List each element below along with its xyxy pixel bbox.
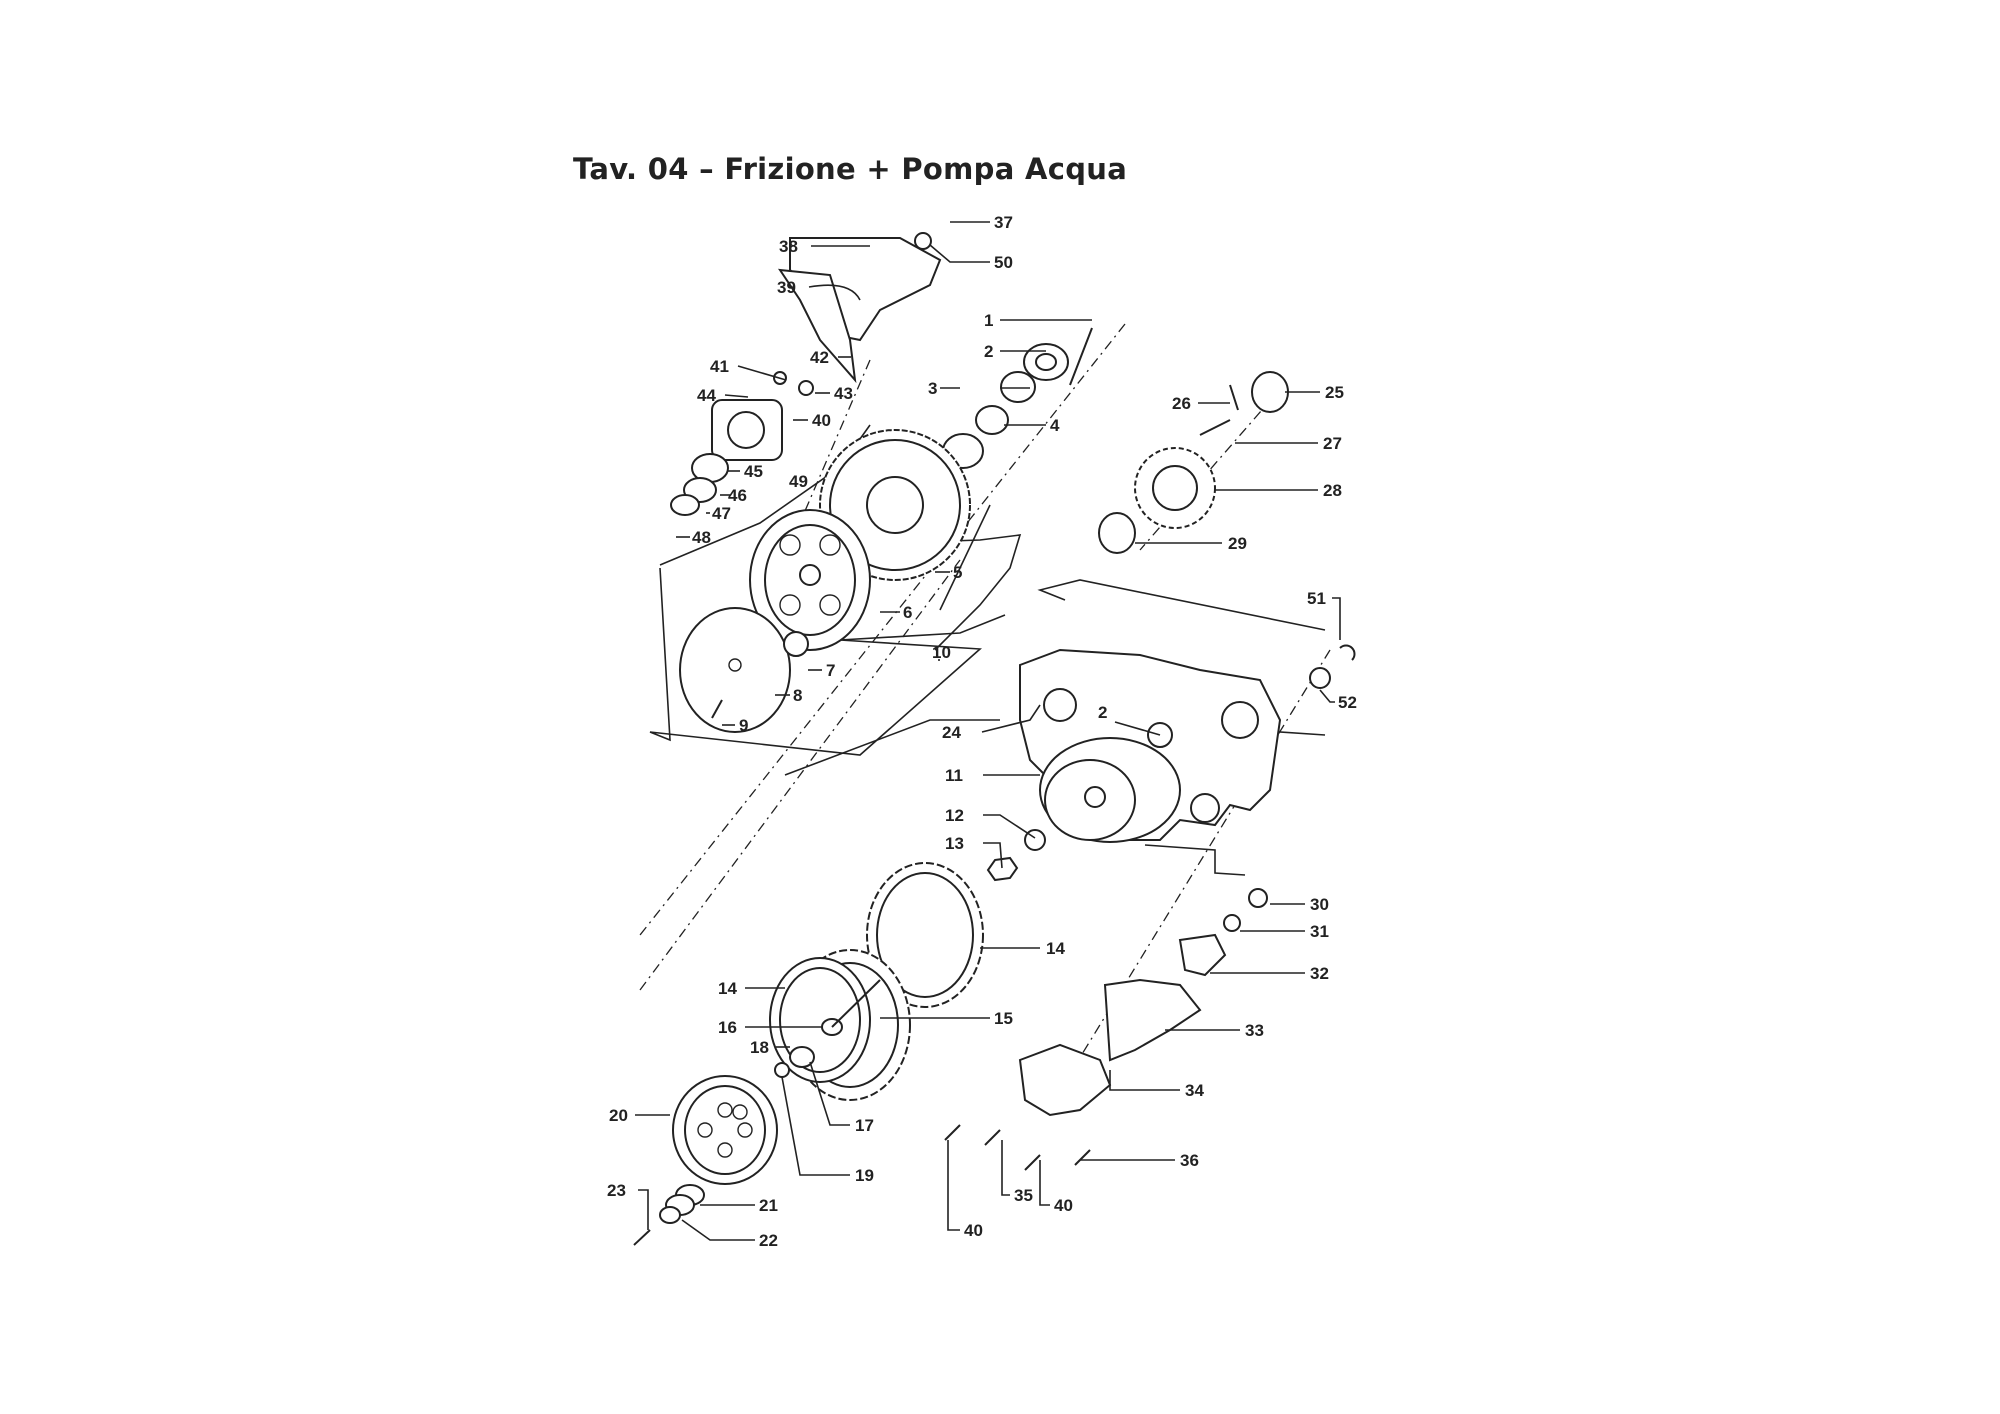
- callout-labels: 37 38 50 39 1 2 41 42 44 43 3 40 4 26 25…: [607, 213, 1357, 1250]
- callout-3: 3: [928, 379, 937, 398]
- leader-lines: [635, 221, 1341, 1241]
- callout-49: 49: [789, 472, 808, 491]
- callout-52: 52: [1338, 693, 1357, 712]
- callout-2: 2: [984, 342, 993, 361]
- part-clutch-basket: [749, 509, 871, 651]
- callout-51: 51: [1307, 589, 1326, 608]
- axis-lines: [639, 323, 1331, 1091]
- callout-16: 16: [718, 1018, 737, 1037]
- callout-6: 6: [903, 603, 912, 622]
- part-clutch-plates: [769, 862, 984, 1101]
- callout-42: 42: [810, 348, 829, 367]
- part-bracket: [777, 232, 942, 384]
- callout-35: 35: [1014, 1186, 1033, 1205]
- callout-5: 5: [953, 563, 962, 582]
- callout-22: 22: [759, 1231, 778, 1250]
- callout-28: 28: [1323, 481, 1342, 500]
- callout-50: 50: [994, 253, 1013, 272]
- callout-12: 12: [945, 806, 964, 825]
- callout-46: 46: [728, 486, 747, 505]
- callout-26: 26: [1172, 394, 1191, 413]
- callout-44: 44: [697, 386, 716, 405]
- callout-45: 45: [744, 462, 763, 481]
- page-title: Tav. 04 – Frizione + Pompa Acqua: [573, 152, 1128, 186]
- callout-15: 15: [994, 1009, 1013, 1028]
- callout-20: 20: [609, 1106, 628, 1125]
- part-circlip-seal: [1309, 644, 1356, 689]
- callout-1: 1: [984, 311, 993, 330]
- callout-43: 43: [834, 384, 853, 403]
- callout-13: 13: [945, 834, 964, 853]
- callout-27: 27: [1323, 434, 1342, 453]
- callout-11: 11: [945, 766, 963, 785]
- callout-31: 31: [1310, 922, 1329, 941]
- part-starter: [670, 371, 814, 516]
- callout-18: 18: [750, 1038, 769, 1057]
- callout-39: 39: [777, 278, 796, 297]
- callout-37: 37: [994, 213, 1013, 232]
- part-washer-nut: [986, 829, 1046, 882]
- callout-41: 41: [710, 357, 729, 376]
- callout-29: 29: [1228, 534, 1247, 553]
- callout-47: 47: [712, 504, 731, 523]
- callout-30: 30: [1310, 895, 1329, 914]
- part-pushrod-group: [774, 979, 881, 1078]
- callout-23: 23: [607, 1181, 626, 1200]
- callout-21: 21: [759, 1196, 778, 1215]
- callout-4: 4: [1050, 416, 1060, 435]
- part-water-pump: [944, 888, 1268, 1171]
- callout-38: 38: [779, 237, 798, 256]
- part-disc: [679, 607, 809, 733]
- callout-24: 24: [942, 723, 961, 742]
- callout-9: 9: [739, 716, 748, 735]
- callout-40: 40: [812, 411, 831, 430]
- callout-40c: 40: [964, 1221, 983, 1240]
- callout-40b: 40: [1054, 1196, 1073, 1215]
- callout-2b: 2: [1098, 703, 1107, 722]
- callout-8: 8: [793, 686, 802, 705]
- callout-33: 33: [1245, 1021, 1264, 1040]
- callout-34: 34: [1185, 1081, 1204, 1100]
- callout-48: 48: [692, 528, 711, 547]
- callout-7: 7: [826, 661, 835, 680]
- callout-17: 17: [855, 1116, 874, 1135]
- callout-32: 32: [1310, 964, 1329, 983]
- callout-14b: 14: [718, 979, 737, 998]
- part-pressure-plate: [633, 1075, 778, 1246]
- callout-10: 10: [932, 643, 951, 662]
- part-shaft: [942, 327, 1093, 469]
- part-pump-gears: [1098, 371, 1289, 554]
- callout-14: 14: [1046, 939, 1065, 958]
- callout-25: 25: [1325, 383, 1344, 402]
- assembly-outlines: [649, 424, 1326, 876]
- callout-36: 36: [1180, 1151, 1199, 1170]
- callout-19: 19: [855, 1166, 874, 1185]
- part-clutch-hub: [1039, 737, 1181, 843]
